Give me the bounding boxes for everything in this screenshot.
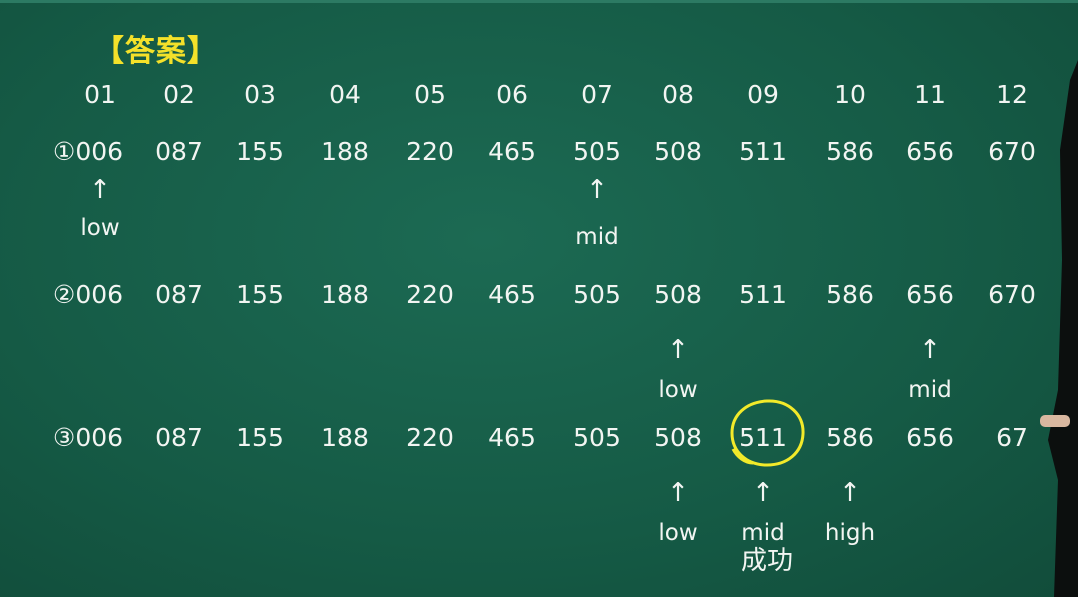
index-label: 11 (914, 80, 946, 109)
pointer-label-mid: mid (575, 224, 619, 250)
row-value: 505 (573, 280, 621, 309)
pointer-arrow: ↑ (839, 478, 861, 508)
row-value: 508 (654, 423, 702, 452)
row-value: 087 (155, 423, 203, 452)
row-value: 465 (488, 280, 536, 309)
pointer-label-mid: mid (741, 520, 785, 546)
row-value: 656 (906, 423, 954, 452)
row-value: 511 (739, 137, 787, 166)
row-value: 220 (406, 280, 454, 309)
row-value: 586 (826, 423, 874, 452)
value-text: 006 (75, 423, 124, 452)
pointer-arrow: ↑ (919, 335, 941, 365)
pointer-arrow: ↑ (89, 175, 111, 205)
row-value: 505 (573, 423, 621, 452)
row-value: 155 (236, 137, 284, 166)
row-value: 67 (996, 423, 1028, 452)
row-value: 188 (321, 423, 369, 452)
answer-title: 【答案】 (94, 34, 218, 69)
row-value: 586 (826, 280, 874, 309)
success-label: 成功 (740, 546, 794, 576)
pointer-label-high: high (824, 520, 876, 546)
pointer-arrow: ↑ (752, 478, 774, 508)
index-label: 02 (163, 80, 195, 109)
index-label: 04 (329, 80, 361, 109)
pointer-label-low: low (80, 215, 120, 241)
row-value: 220 (406, 137, 454, 166)
index-label: 08 (662, 80, 694, 109)
index-label: 03 (244, 80, 276, 109)
row-value: ②006 (53, 282, 123, 307)
row-value: 087 (155, 137, 203, 166)
step-marker: ① (52, 137, 76, 166)
step-marker: ② (52, 280, 76, 309)
row-value: 670 (988, 280, 1036, 309)
row-value: 508 (654, 137, 702, 166)
index-label: 01 (84, 80, 116, 109)
pointer-arrow: ↑ (667, 335, 689, 365)
index-label: 10 (834, 80, 866, 109)
row-value: 505 (573, 137, 621, 166)
row-value: 087 (155, 280, 203, 309)
row-value: ③006 (53, 425, 123, 450)
index-label: 06 (496, 80, 528, 109)
row-value: 656 (906, 137, 954, 166)
row-value: 586 (826, 137, 874, 166)
row-value: 656 (906, 280, 954, 309)
pointer-label-low: low (658, 377, 698, 403)
row-value: 508 (654, 280, 702, 309)
row-value: 155 (236, 280, 284, 309)
row-value: 220 (406, 423, 454, 452)
row-value: 511 (739, 423, 787, 452)
row-value: 188 (321, 137, 369, 166)
step-marker: ③ (52, 423, 76, 452)
row-value: 155 (236, 423, 284, 452)
row-value: 465 (488, 137, 536, 166)
index-label: 07 (581, 80, 613, 109)
row-value: 465 (488, 423, 536, 452)
value-text: 006 (75, 280, 124, 309)
pointer-label-mid: mid (908, 377, 952, 403)
pointer-arrow: ↑ (586, 175, 608, 205)
row-value: ①006 (53, 139, 123, 164)
value-text: 006 (75, 137, 124, 166)
row-value: 670 (988, 137, 1036, 166)
index-label: 09 (747, 80, 779, 109)
top-edge (0, 0, 1078, 3)
presenter-silhouette (1040, 60, 1078, 597)
pointer-arrow: ↑ (667, 478, 689, 508)
highlight-circle (730, 399, 805, 467)
row-value: 188 (321, 280, 369, 309)
index-label: 05 (414, 80, 446, 109)
pointer-label-low: low (658, 520, 698, 546)
index-label: 12 (996, 80, 1028, 109)
row-value: 511 (739, 280, 787, 309)
